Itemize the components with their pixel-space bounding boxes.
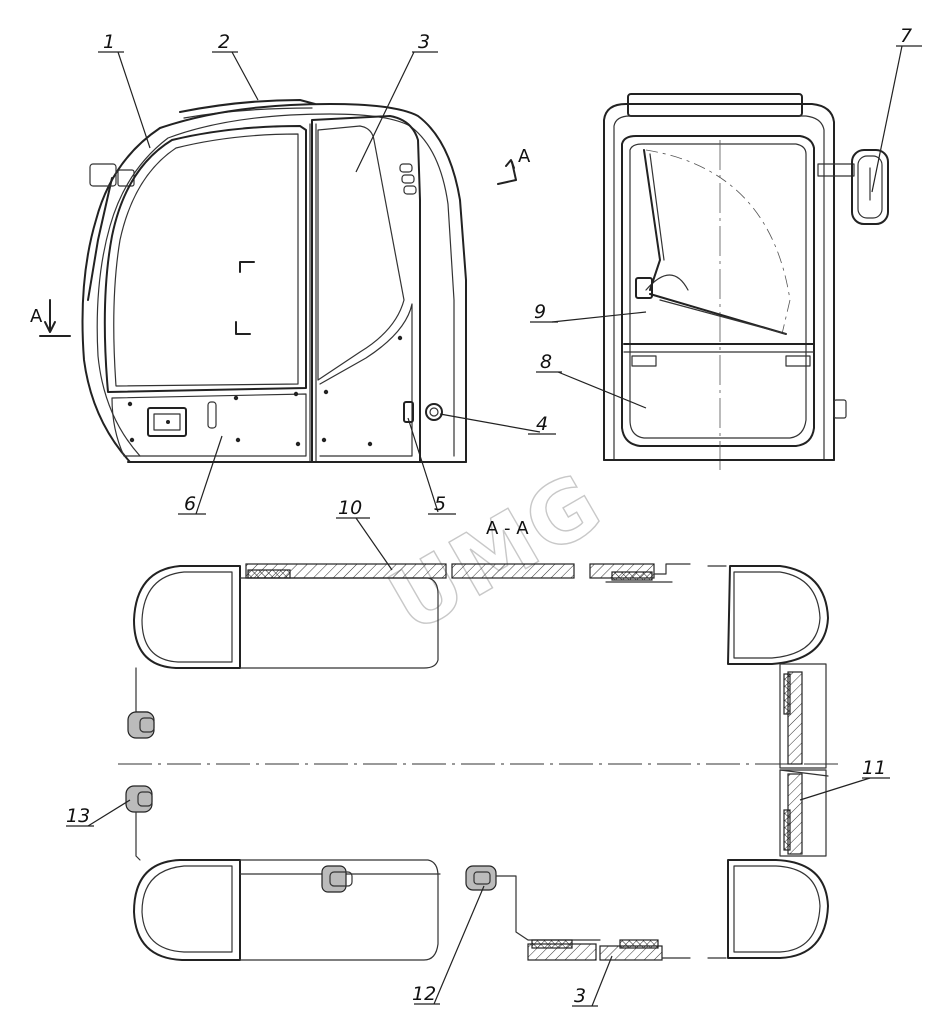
svg-text:A - A: A - A (486, 518, 529, 539)
mirror-arm (817, 163, 855, 177)
callout-6: 6 (178, 435, 223, 515)
svg-text:7: 7 (900, 25, 912, 47)
callout-3-bottom: 3 (572, 955, 613, 1007)
door-handle (403, 401, 414, 423)
svg-text:3: 3 (418, 31, 430, 53)
callout-4: 4 (439, 413, 556, 435)
view-a-arrow-top: A (497, 146, 531, 185)
svg-text:11: 11 (862, 757, 886, 779)
callout-10: 10 (336, 497, 393, 571)
callout-1: 1 (98, 31, 151, 149)
callout-8: 8 (536, 351, 647, 409)
roof-cap (179, 99, 316, 113)
svg-text:6: 6 (184, 493, 196, 515)
door-outline (311, 115, 421, 463)
svg-text:13: 13 (66, 805, 90, 827)
svg-text:2: 2 (218, 31, 230, 53)
cab-front-view (603, 93, 889, 470)
door-lock (425, 403, 443, 421)
svg-text:1: 1 (103, 31, 115, 53)
svg-text:UMG: UMG (373, 453, 618, 651)
wiper-blade (643, 149, 661, 291)
callout-12: 12 (412, 885, 485, 1005)
cab-side-view (81, 99, 467, 463)
wiper-motor (89, 163, 117, 187)
lower-panel (111, 393, 307, 457)
panel-rivets (127, 335, 403, 447)
side-window-frame (103, 125, 307, 393)
section-a-a: A - A (118, 518, 840, 961)
callout-3-top: 3 (355, 31, 438, 173)
cab-shell-outline (81, 103, 467, 463)
svg-text:8: 8 (540, 351, 552, 373)
vent-slots (399, 163, 417, 195)
svg-text:12: 12 (412, 983, 436, 1005)
front-rail (87, 177, 113, 301)
view-a-arrow-left: A (30, 299, 71, 337)
svg-text:10: 10 (338, 497, 362, 519)
wiper-pivot (635, 277, 653, 299)
callout-7: 7 (871, 25, 922, 193)
cab-front-outline (603, 103, 835, 461)
callout-11: 11 (799, 757, 890, 801)
step-handle (147, 407, 187, 437)
watermark: UMG (372, 453, 619, 653)
mirror (851, 149, 889, 225)
front-window-frame (621, 135, 815, 447)
svg-text:4: 4 (536, 413, 548, 435)
svg-text:A: A (518, 146, 531, 167)
door-window (317, 125, 405, 381)
svg-text:A: A (30, 306, 43, 327)
callout-13: 13 (66, 799, 131, 827)
svg-text:3: 3 (574, 985, 586, 1007)
callout-2: 2 (212, 31, 259, 101)
svg-text:9: 9 (534, 301, 546, 323)
svg-text:5: 5 (434, 493, 446, 515)
callout-5: 5 (407, 417, 456, 515)
callout-9: 9 (530, 301, 647, 323)
